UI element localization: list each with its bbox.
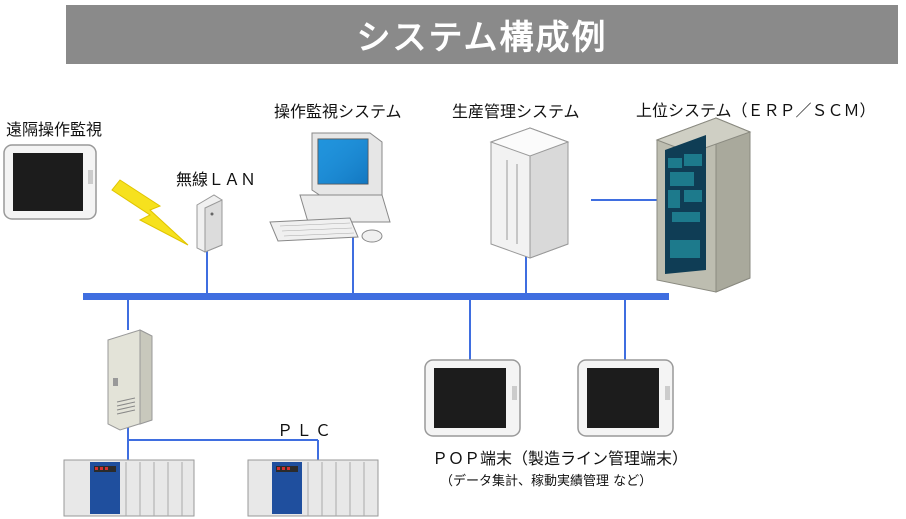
label-wireless-lan: 無線ＬＡＮ (176, 170, 257, 189)
network-connectors (127, 199, 663, 460)
wireless-access-point-icon (196, 194, 223, 253)
title-banner: システム構成例 (66, 5, 898, 64)
network-backbone (83, 293, 669, 300)
operation-pc-icon (269, 132, 391, 243)
upper-system-rack-icon (655, 117, 752, 293)
label-plc: ＰＬＣ (277, 421, 335, 440)
label-operation-monitoring: 操作監視システム (274, 102, 402, 121)
plc-rack-icon (63, 459, 195, 517)
label-pop-subtext: （データ集計、稼動実績管理 など） (440, 474, 653, 489)
plc-controller-icon (107, 329, 153, 431)
label-upper-system: 上位システム（ＥＲＰ／ＳＣＭ） (636, 101, 876, 120)
production-server-icon (489, 127, 570, 259)
pop-terminal-icon (424, 359, 521, 437)
page-title: システム構成例 (356, 18, 608, 58)
wireless-lightning-icon (111, 179, 189, 246)
label-remote-monitoring: 遠隔操作監視 (6, 120, 103, 139)
label-pop-terminal: ＰＯＰ端末（製造ライン管理端末） (432, 449, 689, 468)
label-production-management: 生産管理システム (452, 102, 580, 121)
plc-rack-icon (247, 459, 379, 517)
pop-terminal-icon (577, 359, 674, 437)
remote-tablet-icon (3, 144, 97, 220)
